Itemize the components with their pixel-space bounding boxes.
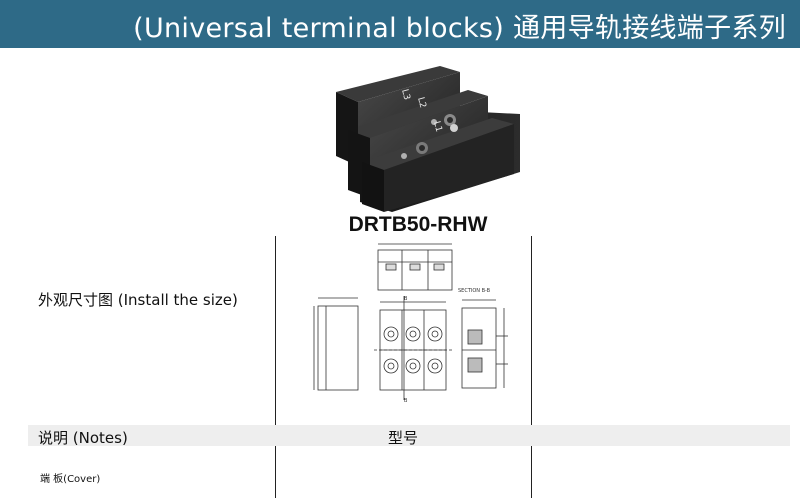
side-view xyxy=(317,305,359,391)
column-divider-right xyxy=(531,236,532,498)
section-view xyxy=(461,307,497,389)
notes-row xyxy=(28,425,790,446)
terminal-label-l3: L3 xyxy=(399,88,411,101)
section-marker-top: B xyxy=(404,296,408,302)
terminal-label-l1: L1 xyxy=(431,120,443,133)
model-name: DRTB50-RHW xyxy=(348,213,488,236)
page-title: (Universal terminal blocks) 通用导轨接线端子系列 xyxy=(133,13,786,44)
section-marker-bottom: B xyxy=(404,398,408,404)
top-view xyxy=(377,249,453,291)
install-size-label: 外观尺寸图 (Install the size) xyxy=(38,291,238,309)
dimension-drawing: B B SECTION B-B xyxy=(313,243,508,404)
notes-label: 说明 (Notes) xyxy=(38,429,128,447)
column-divider-left xyxy=(275,236,276,498)
model-column-label: 型号 xyxy=(388,429,419,447)
section-label: SECTION B-B xyxy=(458,288,491,294)
cover-label: 端 板(Cover) xyxy=(40,474,101,485)
header-banner: (Universal terminal blocks) 通用导轨接线端子系列 xyxy=(0,0,800,48)
product-photo: L3 L2 L1 xyxy=(336,66,520,212)
terminal-label-l2: L2 xyxy=(415,96,427,109)
